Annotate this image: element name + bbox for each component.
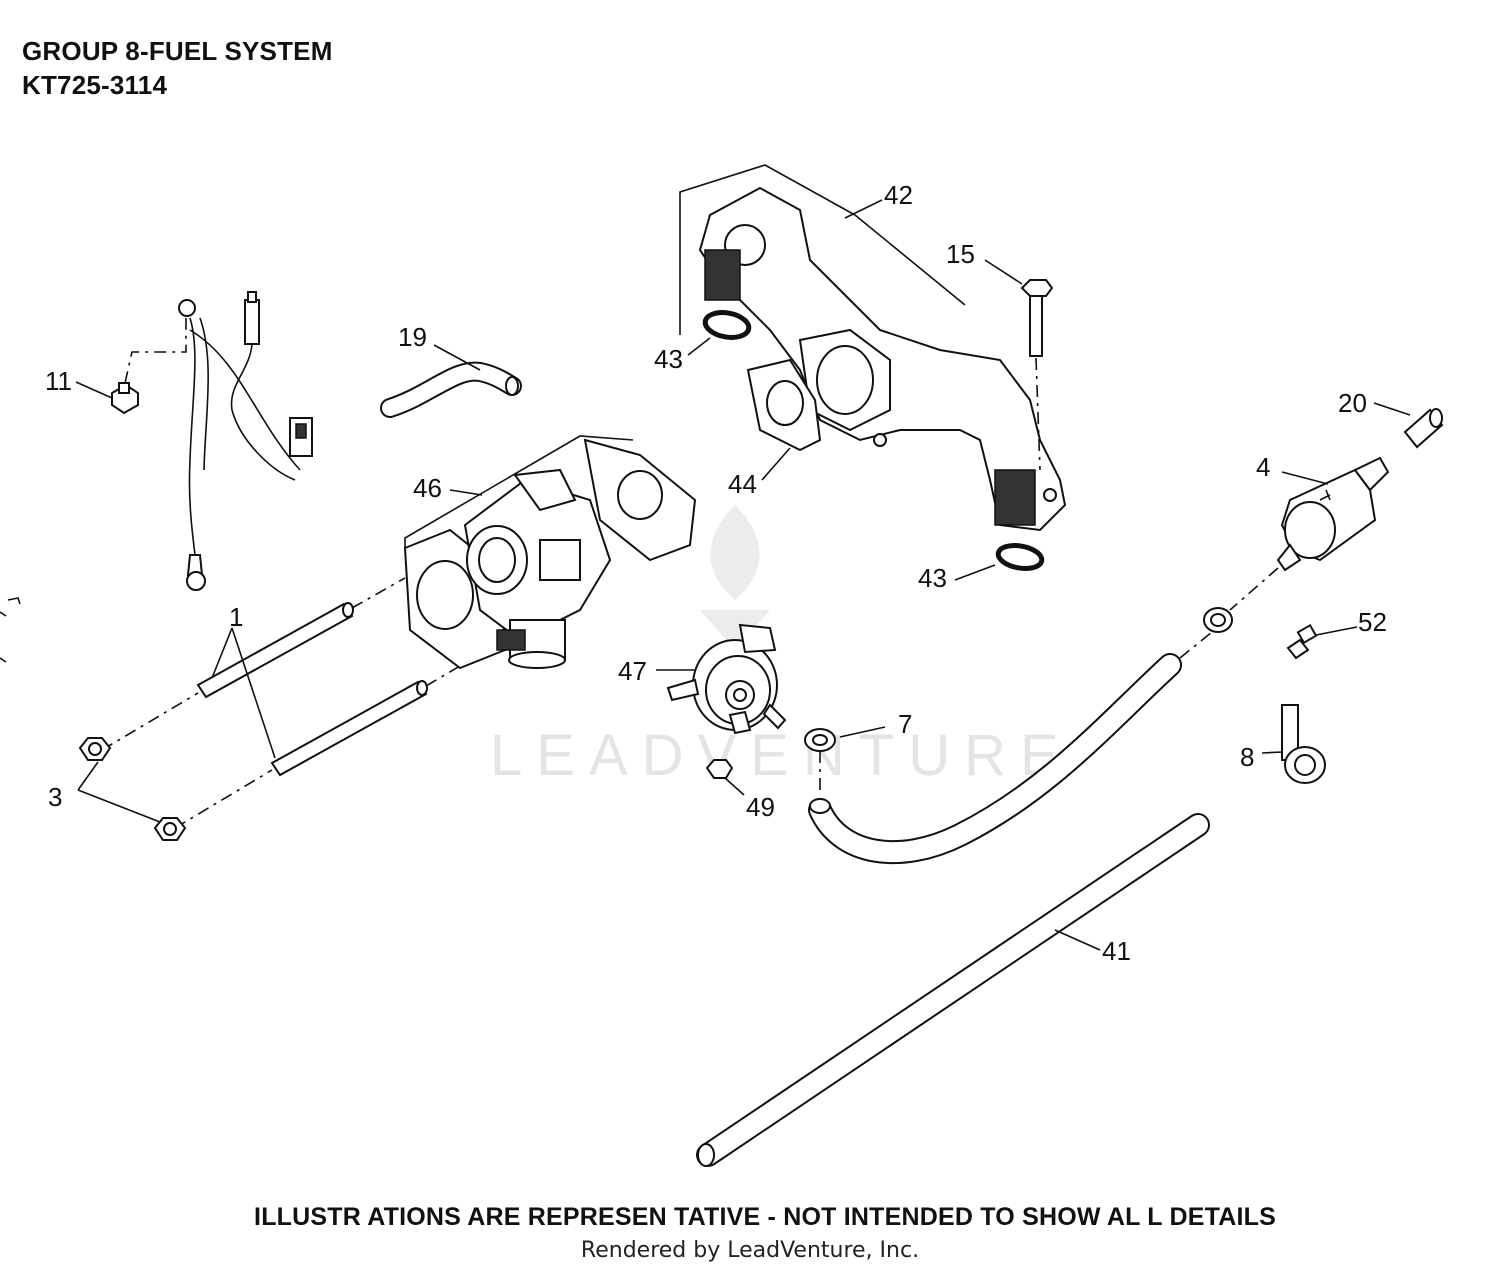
callout-43-lower[interactable]: 43: [918, 563, 947, 593]
part-3-nuts[interactable]: [78, 737, 187, 841]
callout-19[interactable]: 19: [398, 322, 427, 352]
callout-1[interactable]: 1: [229, 602, 243, 632]
watermark: LEADVENTURE: [490, 505, 1073, 788]
callout-41[interactable]: 41: [1102, 936, 1131, 966]
stud-dash-1: [101, 692, 199, 751]
hose-clamp-upper[interactable]: [1203, 607, 1233, 633]
bracket-42: [679, 164, 856, 335]
callout-52[interactable]: 52: [1358, 607, 1387, 637]
part-7-clamp[interactable]: [804, 728, 836, 752]
callout-15[interactable]: 15: [946, 239, 975, 269]
callout-7[interactable]: 7: [898, 709, 912, 739]
model-number: KT725-3114: [22, 70, 168, 100]
part-11-screw[interactable]: [111, 382, 139, 415]
part-42-intake-manifold[interactable]: [698, 186, 1067, 532]
callout-8[interactable]: 8: [1240, 742, 1254, 772]
callout-20[interactable]: 20: [1338, 388, 1367, 418]
part-19-hose[interactable]: [380, 361, 522, 418]
part-43-gasket-lower[interactable]: [995, 542, 1045, 571]
fuel-line[interactable]: [808, 653, 1182, 865]
callout-44[interactable]: 44: [728, 469, 757, 499]
bracket-42-b: [854, 214, 966, 306]
fuel-line-dash: [1179, 631, 1213, 659]
callout-49[interactable]: 49: [746, 792, 775, 822]
part-41-tube[interactable]: [696, 813, 1210, 1167]
filter-dash: [1229, 567, 1279, 611]
bracket-46: [404, 435, 634, 548]
part-20-sleeve[interactable]: [1403, 408, 1444, 449]
leader-lines: [75, 199, 1411, 951]
partial-part-left-edge: [0, 597, 21, 663]
part-47-fuel-pump[interactable]: [666, 623, 787, 735]
leader-11-dash: [124, 318, 187, 384]
diagram-title: GROUP 8-FUEL SYSTEM: [22, 36, 333, 66]
callout-4[interactable]: 4: [1256, 452, 1270, 482]
bolt-15-dash: [1035, 357, 1041, 471]
callouts: 1 3 4 7 8 11 15 19 20 41 42 43 43 44 46 …: [45, 180, 1387, 966]
part-52-fitting[interactable]: [1286, 623, 1318, 660]
wire-harness[interactable]: [178, 291, 313, 591]
part-44-gasket[interactable]: [746, 358, 822, 452]
part-46-carburetor[interactable]: [403, 438, 697, 670]
part-15-bolt[interactable]: [1020, 279, 1054, 357]
part-43-gasket-upper[interactable]: [702, 309, 752, 340]
stud-dash-2: [174, 769, 273, 829]
callout-3[interactable]: 3: [48, 782, 62, 812]
part-49-fitting[interactable]: [705, 759, 734, 779]
callout-47[interactable]: 47: [618, 656, 647, 686]
watermark-text: LEADVENTURE: [490, 723, 1073, 788]
callout-42[interactable]: 42: [884, 180, 913, 210]
stud-dash-3: [351, 577, 406, 609]
part-4-fuel-filter[interactable]: [1276, 456, 1390, 572]
part-8-clip[interactable]: [1281, 704, 1326, 784]
callout-11[interactable]: 11: [45, 366, 72, 396]
disclaimer: ILLUSTR ATIONS ARE REPRESEN TATIVE - NOT…: [254, 1203, 1276, 1231]
stud-dash-4: [425, 659, 471, 687]
rendered-by: Rendered by LeadVenture, Inc.: [580, 1238, 920, 1263]
part-1-studs[interactable]: [196, 602, 428, 777]
callout-46[interactable]: 46: [413, 473, 442, 503]
callout-43-upper[interactable]: 43: [654, 344, 683, 374]
